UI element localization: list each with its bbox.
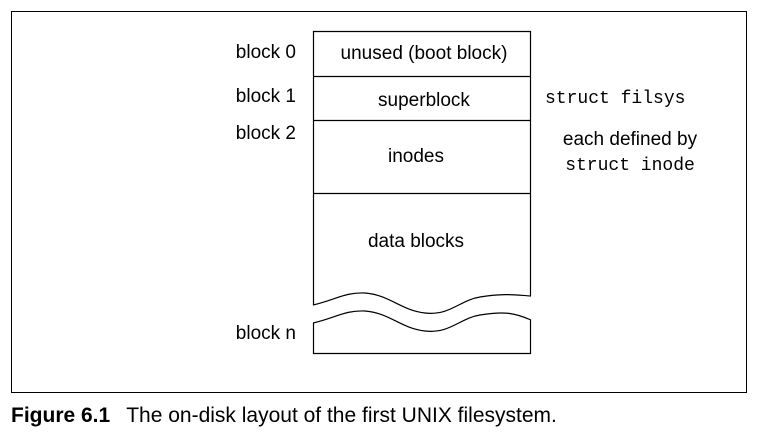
inode-description-annotation: each defined by [563,129,698,150]
inode-struct-annotation: struct inode [565,156,695,176]
break-wave-upper [312,292,532,314]
block-1-label: block 1 [236,86,296,107]
region-data-blocks: data blocks [368,231,464,252]
block-2-label: block 2 [236,123,296,144]
block-0-label: block 0 [236,42,296,63]
region-inodes: inodes [388,146,444,167]
figure-frame [11,11,747,393]
region-superblock: superblock [378,90,470,111]
figure-caption: Figure 6.1 The on-disk layout of the firs… [11,404,557,428]
figure-number: Figure 6.1 [11,404,111,427]
break-wave-lower [312,310,532,332]
superblock-struct-annotation: struct filsys [545,89,685,109]
figure-caption-text: The on-disk layout of the first UNIX fil… [126,404,557,427]
region-boot-block: unused (boot block) [341,43,508,64]
block-n-label: block n [236,323,296,344]
